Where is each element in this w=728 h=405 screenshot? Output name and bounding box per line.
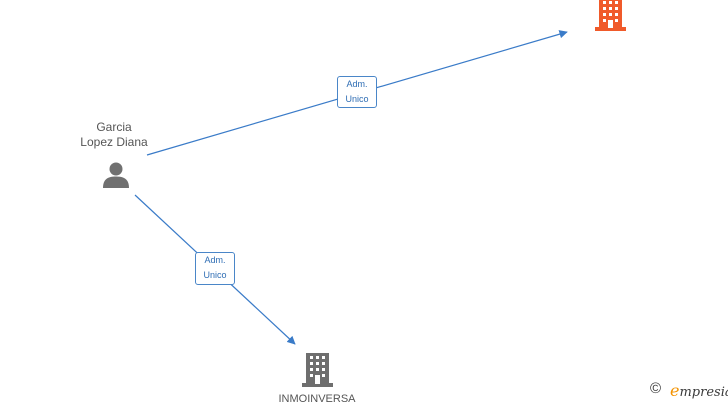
brand-initial: e	[670, 381, 680, 400]
relation-label-bottom[interactable]: Adm. Unico	[195, 252, 235, 285]
relation-role: Adm.	[204, 255, 226, 265]
person-name[interactable]: Garcia Lopez Diana	[62, 120, 166, 150]
relation-type: Unico	[345, 94, 369, 104]
relation-label-top[interactable]: Adm. Unico	[337, 76, 377, 108]
copyright-icon: ©	[650, 380, 662, 397]
person-icon[interactable]	[103, 162, 129, 189]
building-icon-inmoinversa[interactable]	[302, 353, 333, 387]
person-name-line2: Lopez Diana	[80, 135, 148, 149]
brand-logo: empresia	[670, 381, 728, 400]
building-icon-top[interactable]	[595, 0, 626, 31]
relation-role: Adm.	[346, 79, 368, 89]
brand-name-rest: mpresia	[679, 385, 728, 400]
relation-type: Unico	[203, 270, 227, 280]
company-name-inmoinversa[interactable]: INMOINVERSA	[278, 393, 356, 405]
person-name-line1: Garcia	[96, 120, 132, 134]
